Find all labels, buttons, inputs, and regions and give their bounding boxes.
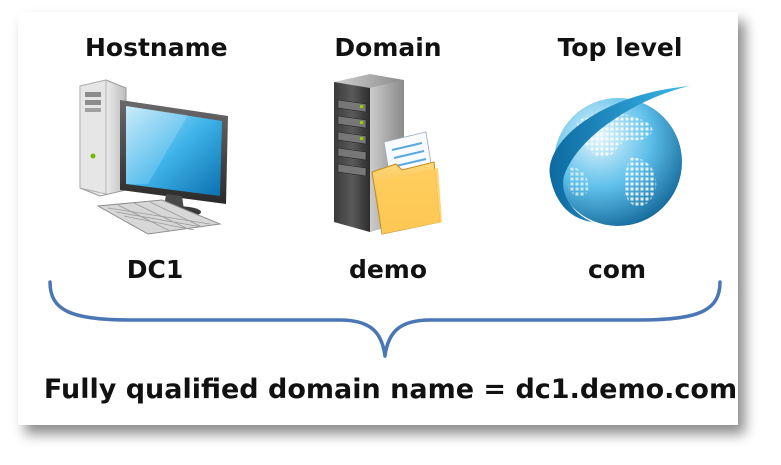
hostname-title: Hostname — [85, 33, 228, 62]
top-level-title: Top level — [557, 33, 683, 62]
fqdn-caption: Fully qualified domain name = dc1.demo.c… — [43, 374, 738, 405]
top-level-value: com — [587, 255, 647, 284]
server-with-folder-icon — [334, 74, 442, 235]
domain-value: demo — [348, 255, 428, 284]
globe-icon — [549, 86, 690, 226]
desktop-computer-icon — [79, 79, 228, 235]
domain-title: Domain — [334, 33, 442, 62]
hostname-value: DC1 — [126, 255, 184, 284]
curly-brace — [48, 280, 722, 358]
